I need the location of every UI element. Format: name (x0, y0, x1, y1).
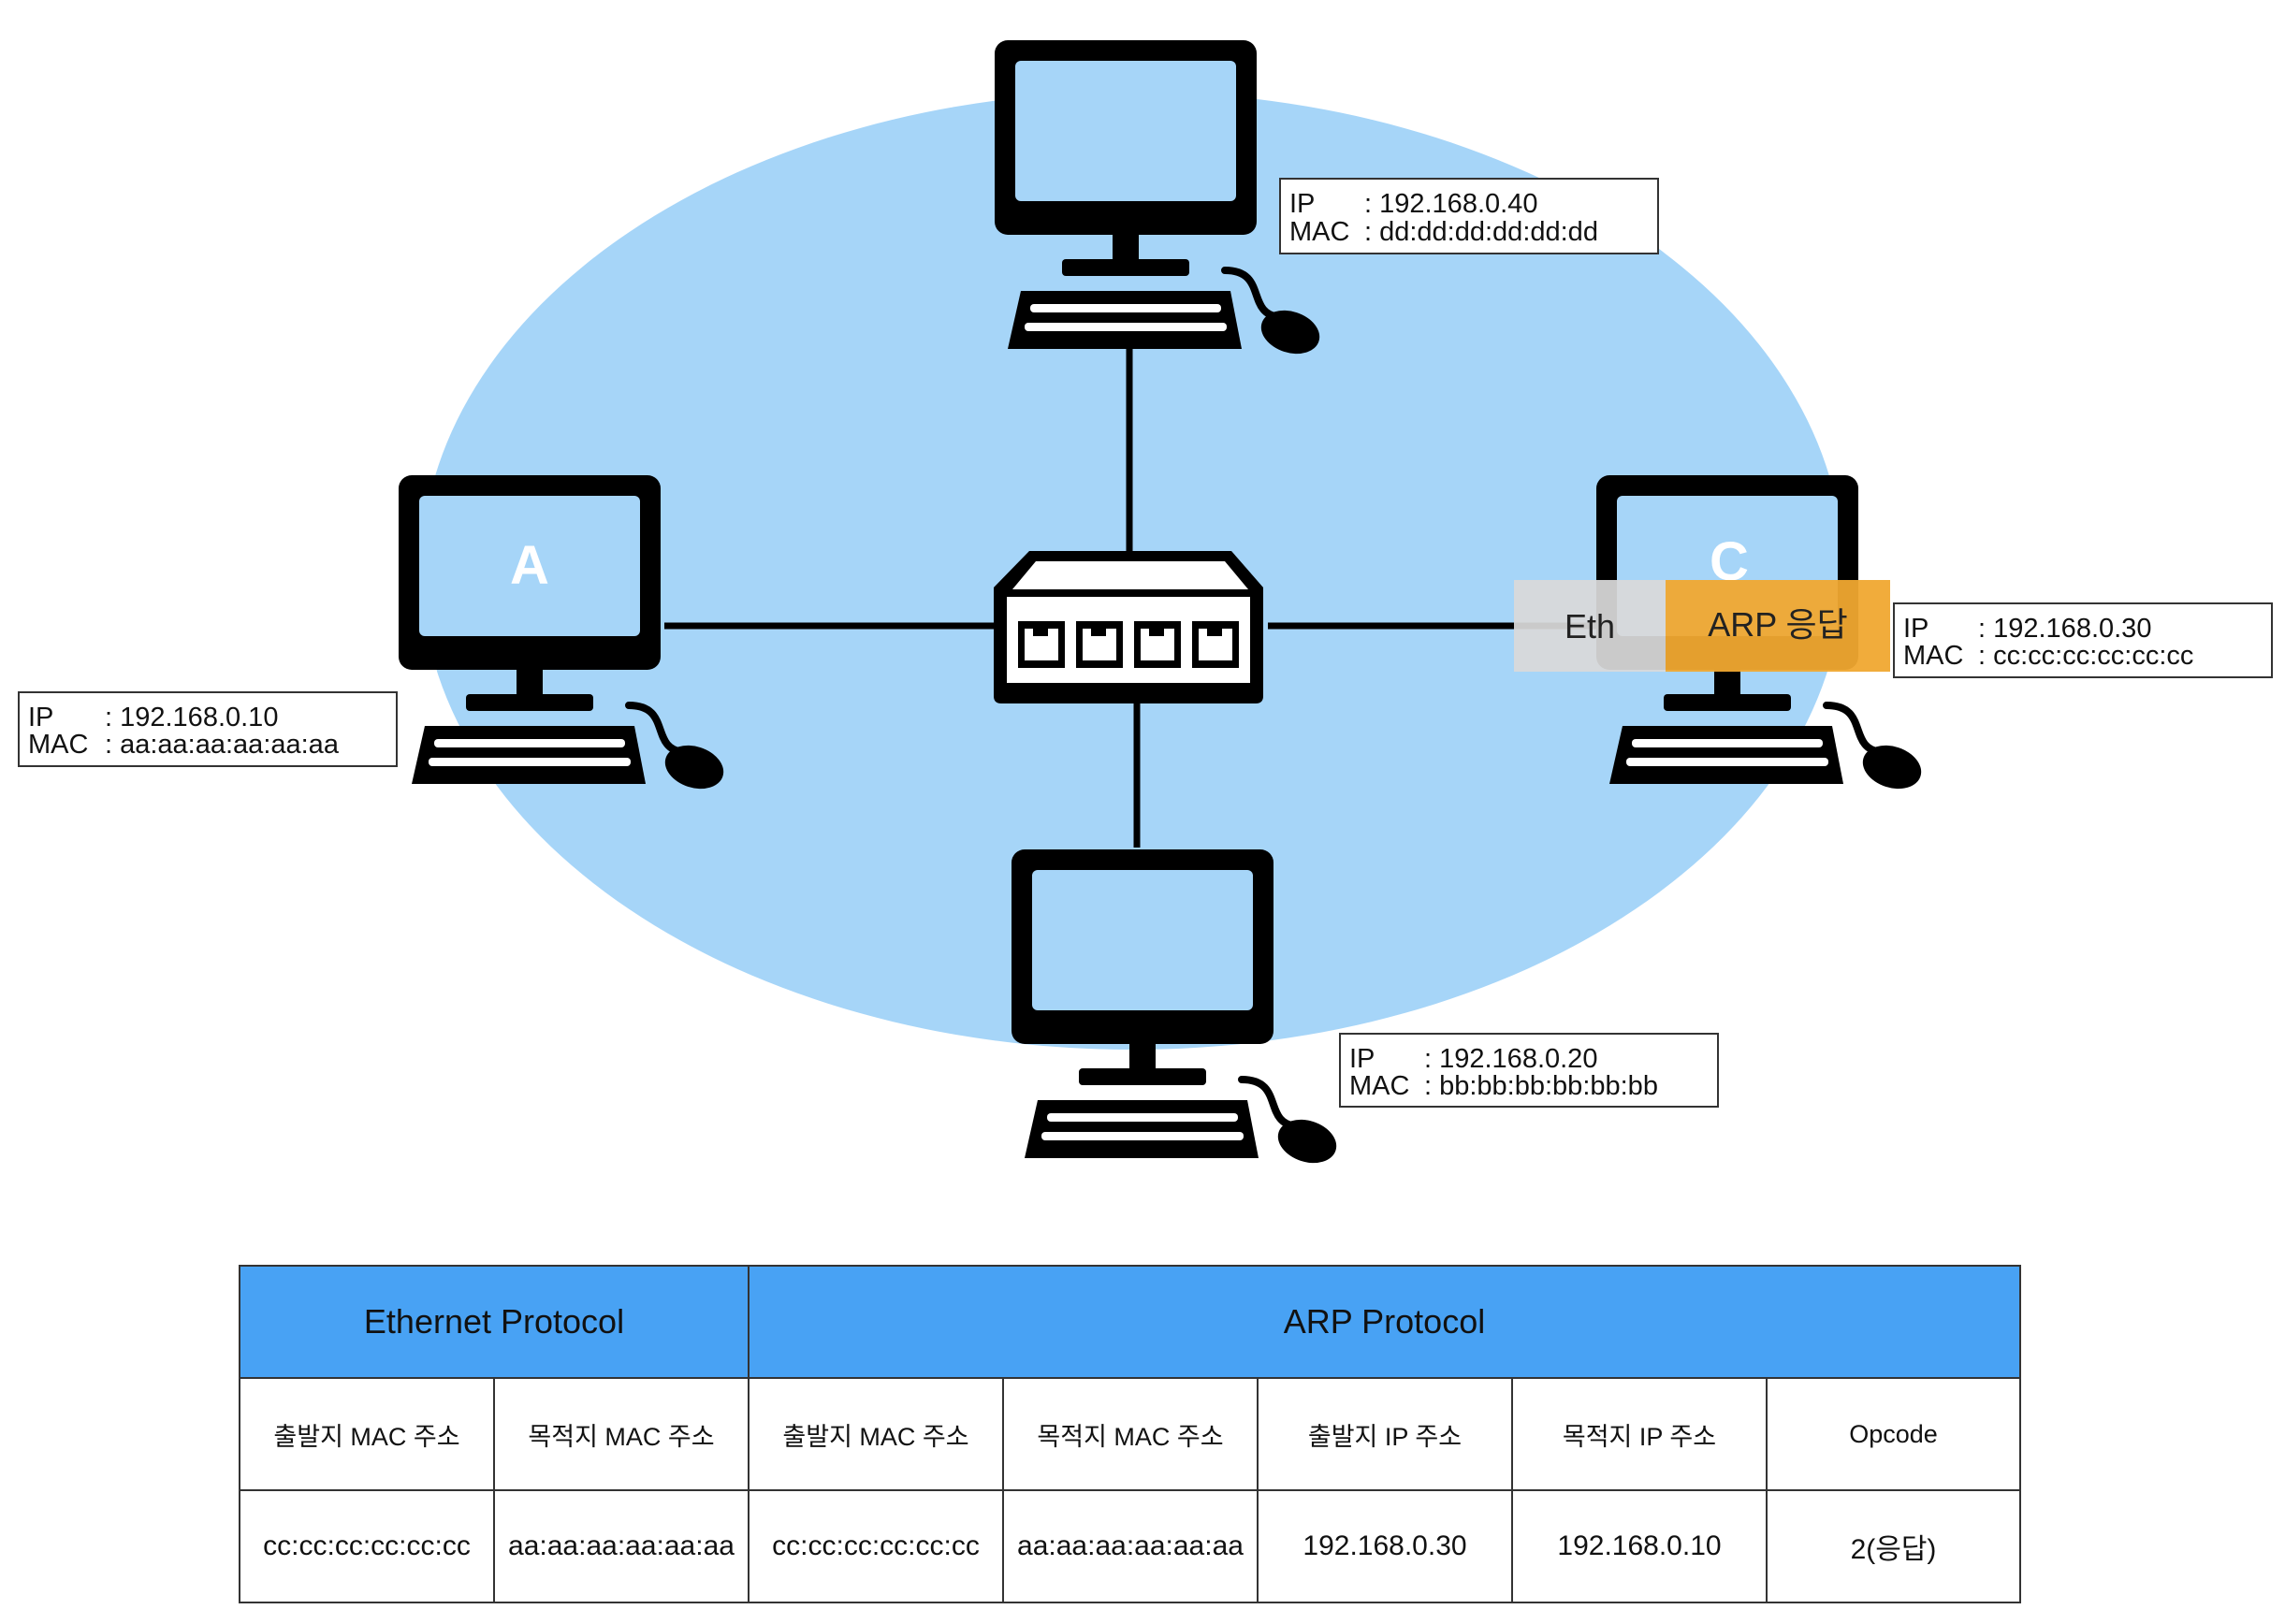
value-opcode: 2(응답) (1765, 1489, 2022, 1603)
network-switch-icon[interactable] (994, 551, 1263, 703)
field-opcode: Opcode (1765, 1377, 2022, 1491)
protocol-header-row: Ethernet Protocol ARP Protocol (239, 1265, 2022, 1379)
info-box-bottom: IP : 192.168.0.20 MAC : bb:bb:bb:bb:bb:b… (1339, 1033, 1719, 1108)
network-diagram: A C Eth ARP 응답 IP : 192.168.0.40 MAC : d… (18, 0, 2273, 1216)
mac-key: MAC (1349, 1071, 1409, 1101)
value-arp-dst-mac: aa:aa:aa:aa:aa:aa (1002, 1489, 1259, 1603)
ip-value: : 192.168.0.40 (1364, 189, 1537, 219)
field-eth-src-mac: 출발지 MAC 주소 (239, 1377, 495, 1491)
field-row: 출발지 MAC 주소 목적지 MAC 주소 출발지 MAC 주소 목적지 MAC… (239, 1377, 2022, 1491)
info-box-top: IP : 192.168.0.40 MAC : dd:dd:dd:dd:dd:d… (1279, 178, 1659, 254)
field-arp-src-mac: 출발지 MAC 주소 (748, 1377, 1004, 1491)
mac-key: MAC (28, 730, 88, 760)
value-arp-src-ip: 192.168.0.30 (1257, 1489, 1513, 1603)
ip-key: IP (1349, 1044, 1375, 1074)
info-box-c: IP : 192.168.0.30 MAC : cc:cc:cc:cc:cc:c… (1893, 602, 2273, 678)
ip-value: : 192.168.0.30 (1978, 614, 2151, 644)
ip-value: : 192.168.0.20 (1424, 1044, 1597, 1074)
ip-value: : 192.168.0.10 (105, 703, 278, 732)
ethernet-protocol-header: Ethernet Protocol (239, 1265, 750, 1379)
mac-value: : bb:bb:bb:bb:bb:bb (1424, 1071, 1658, 1101)
arp-protocol-header: ARP Protocol (747, 1265, 2022, 1379)
ip-key: IP (1903, 614, 1928, 644)
ip-key: IP (1289, 189, 1315, 219)
field-arp-dst-ip: 목적지 IP 주소 (1511, 1377, 1768, 1491)
eth-tag-label: Eth (1565, 607, 1615, 645)
field-arp-src-ip: 출발지 IP 주소 (1257, 1377, 1513, 1491)
mac-key: MAC (1289, 217, 1349, 247)
arp-response-tag (1666, 580, 1890, 672)
field-arp-dst-mac: 목적지 MAC 주소 (1002, 1377, 1259, 1491)
packet-tag: Eth ARP 응답 (1514, 580, 1890, 672)
mac-key: MAC (1903, 641, 1963, 671)
arp-tag-label: ARP 응답 (1708, 605, 1848, 644)
computer-a[interactable]: A (399, 475, 729, 796)
computer-a-label: A (510, 535, 549, 596)
value-eth-dst-mac: aa:aa:aa:aa:aa:aa (493, 1489, 750, 1603)
eth-tag (1514, 580, 1666, 672)
value-arp-src-mac: cc:cc:cc:cc:cc:cc (748, 1489, 1004, 1603)
value-arp-dst-ip: 192.168.0.10 (1511, 1489, 1768, 1603)
value-row: cc:cc:cc:cc:cc:cc aa:aa:aa:aa:aa:aa cc:c… (239, 1489, 2022, 1603)
mac-value: : aa:aa:aa:aa:aa:aa (105, 730, 340, 760)
info-box-a: IP : 192.168.0.10 MAC : aa:aa:aa:aa:aa:a… (18, 691, 398, 767)
mac-value: : dd:dd:dd:dd:dd:dd (1364, 217, 1598, 247)
value-eth-src-mac: cc:cc:cc:cc:cc:cc (239, 1489, 495, 1603)
mac-value: : cc:cc:cc:cc:cc:cc (1978, 641, 2193, 671)
arp-packet-table: Ethernet Protocol ARP Protocol 출발지 MAC 주… (239, 1265, 2022, 1603)
ip-key: IP (28, 703, 53, 732)
field-eth-dst-mac: 목적지 MAC 주소 (493, 1377, 750, 1491)
